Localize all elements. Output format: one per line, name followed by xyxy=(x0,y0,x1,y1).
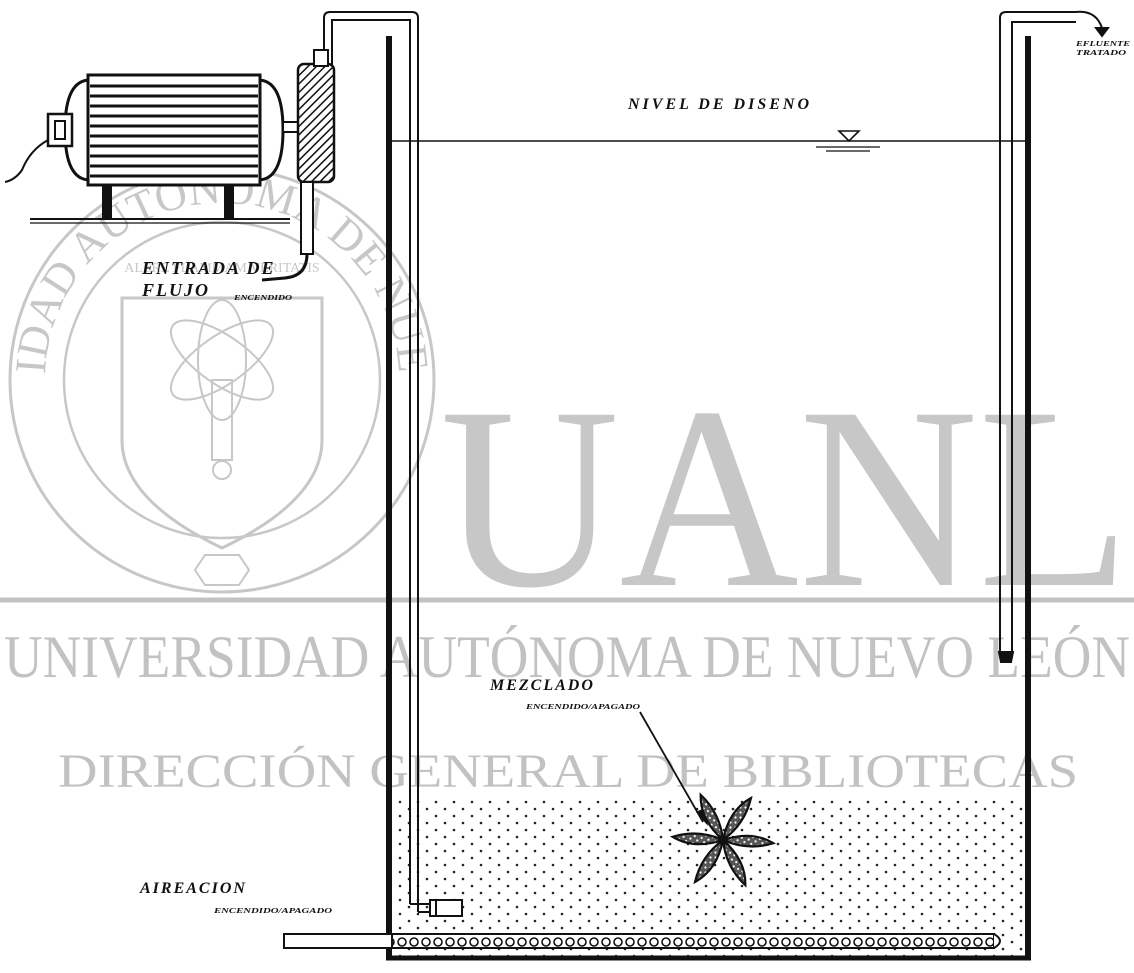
design-level-label: NIVEL DE DISENO xyxy=(627,96,812,113)
seal-motto: ALERE FLAMMAM VERITATIS xyxy=(124,261,319,276)
reactor-tank xyxy=(386,36,1031,961)
mixing-state-label: ENCENDIDO/APAGADO xyxy=(525,703,640,711)
watermark-uanl: UANL xyxy=(440,354,1130,642)
mixing-label: MEZCLADO xyxy=(489,677,595,694)
seal-ring-text: UNIVERSIDAD AUTONOMA DE NUEVO LEON xyxy=(0,0,438,375)
effluent-pipe xyxy=(997,10,1110,663)
watermark-university: UNIVERSIDAD AUTÓNOMA DE NUEVO LEÓN xyxy=(4,624,1130,690)
aeration-diffuser xyxy=(283,933,1001,949)
pump-motor xyxy=(4,49,336,282)
inflow-label-line2: FLUJO xyxy=(141,280,210,300)
inflow-label: ENTRADA DE xyxy=(141,258,276,278)
design-level-line xyxy=(392,130,1026,152)
watermark-library: DIRECCIÓN GENERAL DE BIBLIOTECAS xyxy=(58,744,1078,798)
mixer-impeller xyxy=(639,711,777,888)
aeration-state-label: ENCENDIDO/APAGADO xyxy=(212,907,332,915)
inflow-state-label: ENCENDIDO xyxy=(233,294,292,302)
aeration-label: AIREACION xyxy=(139,880,247,897)
effluent-label: EFLUENTE xyxy=(1075,40,1131,48)
effluent-label-line2: TRATADO xyxy=(1076,49,1126,57)
